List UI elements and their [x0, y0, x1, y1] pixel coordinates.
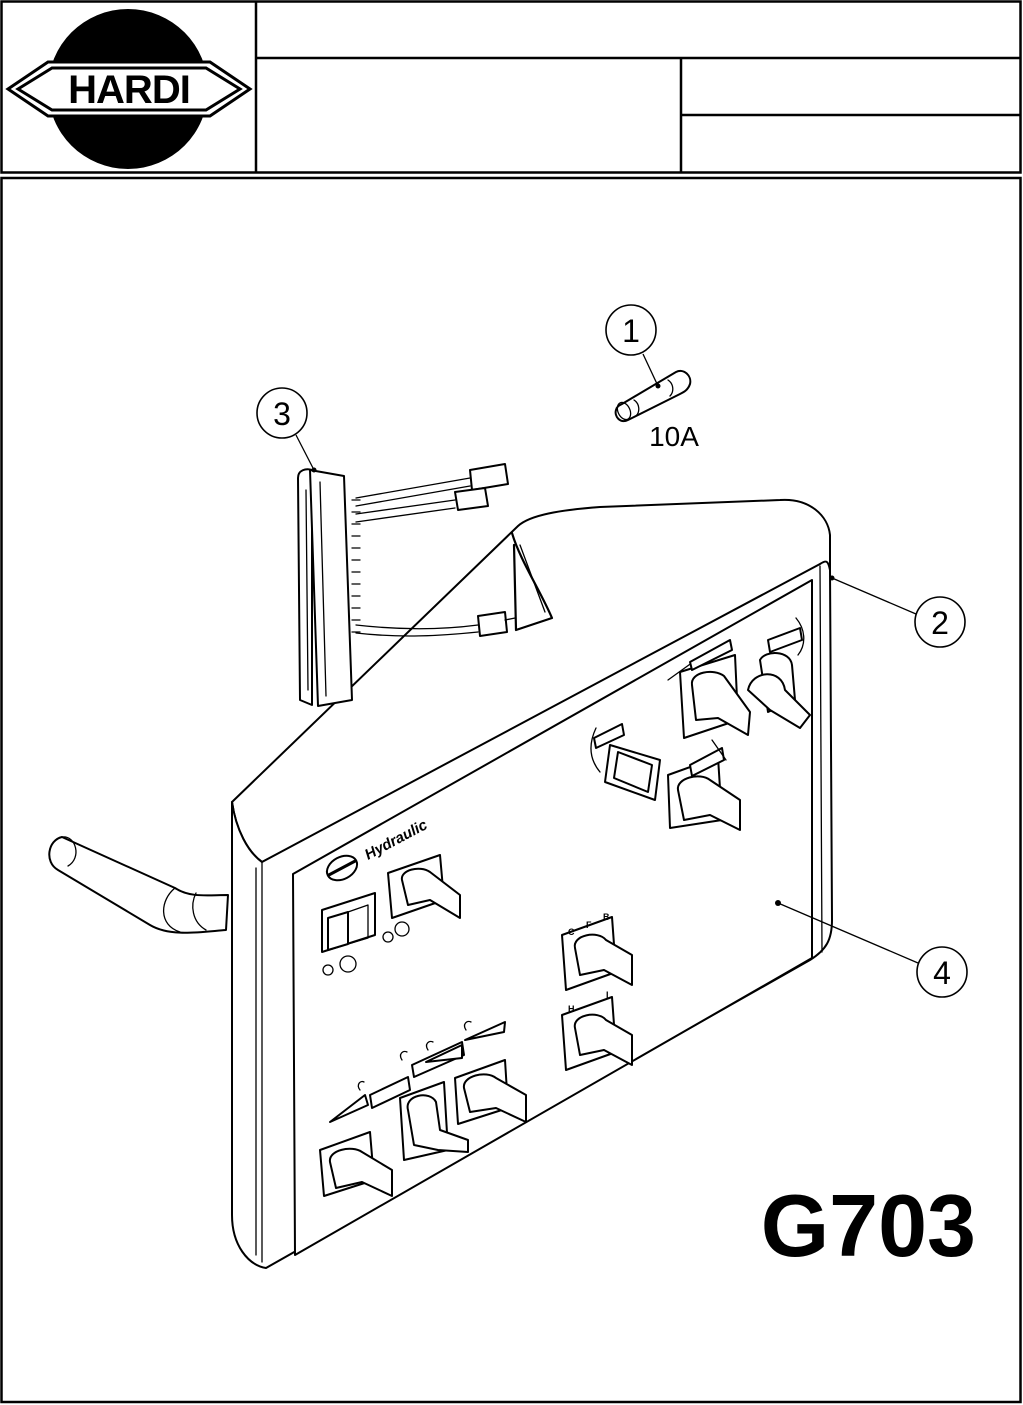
callout-1: 1 [606, 305, 661, 389]
fuse-rating-label: 10A [649, 421, 699, 452]
callout-4-label: 4 [933, 955, 951, 991]
panel-handle [49, 837, 228, 933]
callout-2-label: 2 [931, 605, 949, 641]
logo-wordmark: HARDI [68, 68, 190, 112]
callout-3-label: 3 [273, 396, 291, 432]
selector-mark-f: F [586, 920, 592, 930]
drawing-code: G703 [761, 1176, 976, 1275]
callout-3: 3 [257, 388, 317, 473]
selector-mark-b: B [603, 912, 610, 922]
callout-1-label: 1 [622, 313, 640, 349]
callout-2: 2 [830, 576, 966, 648]
hardi-logo: HARDI [8, 9, 250, 169]
harness-pins [352, 500, 360, 632]
selector-mark-h: H [568, 1004, 575, 1014]
selector-mark-i: I [606, 990, 609, 1000]
selector-mark-c: C [568, 927, 575, 937]
